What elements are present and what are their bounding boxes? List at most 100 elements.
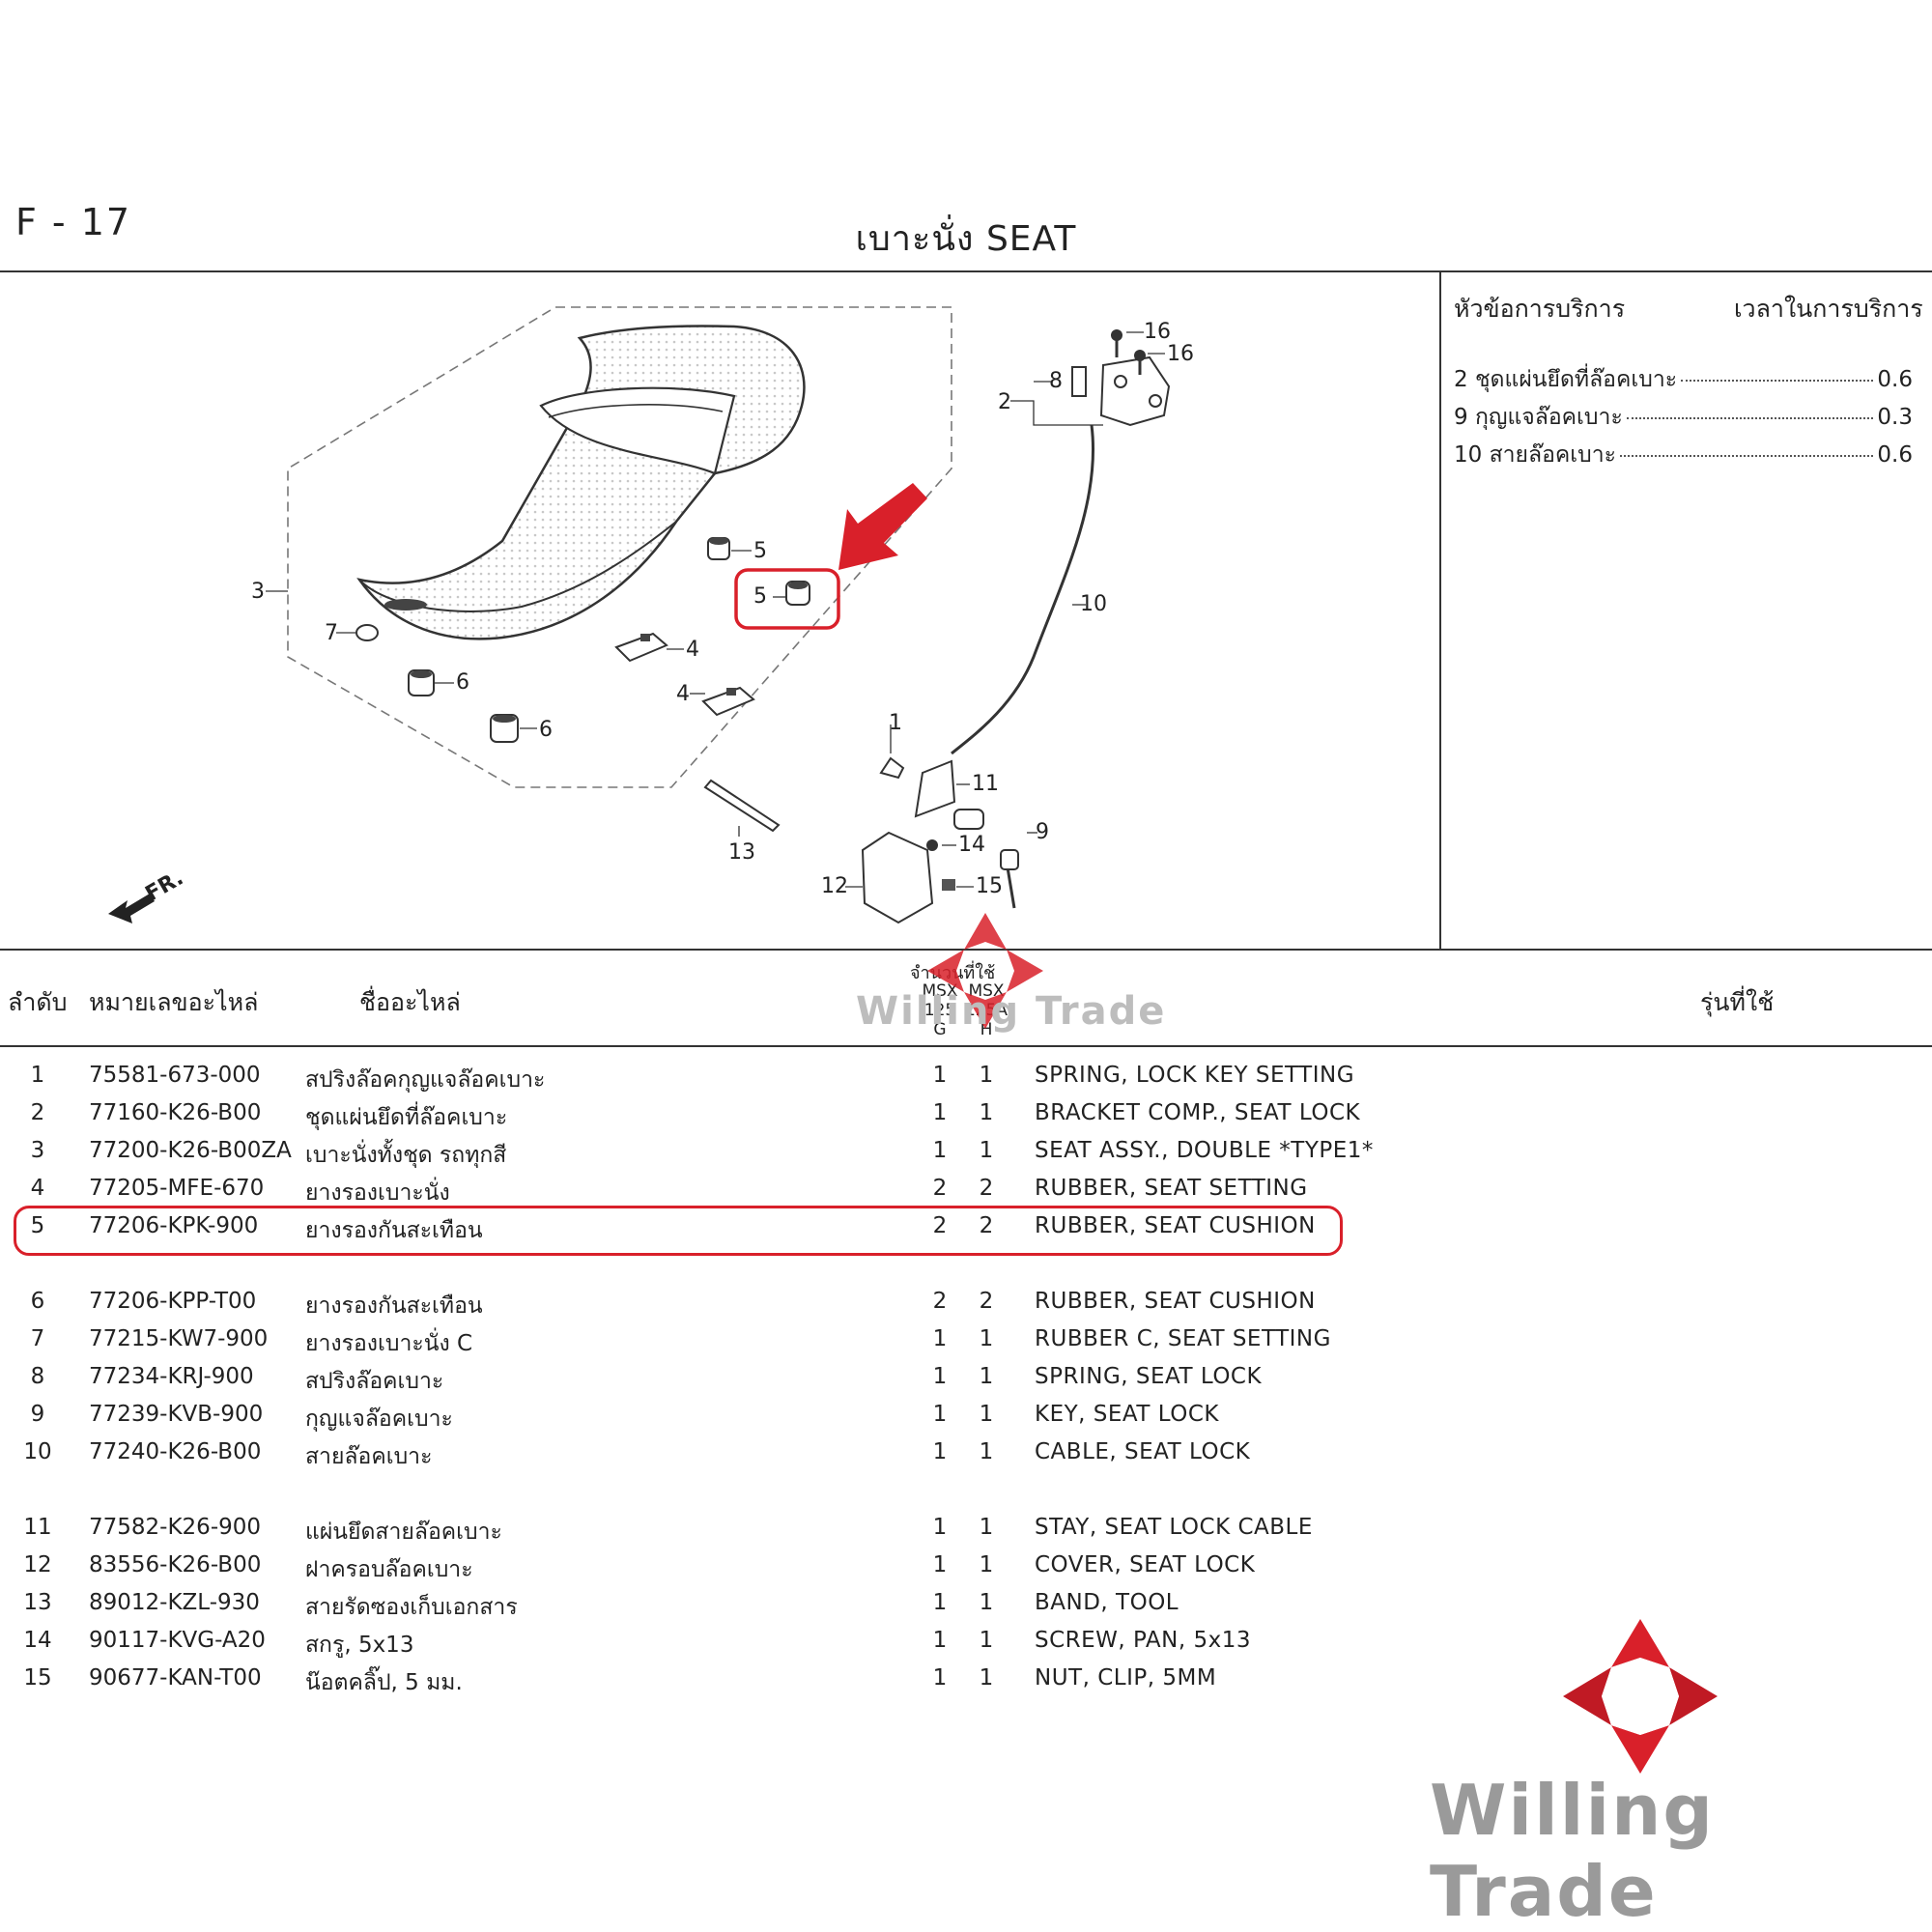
callout-label: 7 [325, 621, 338, 645]
col-header-no: ลำดับ [8, 988, 68, 1016]
row-name-th-text: ฝาครอบล๊อคเบาะ [305, 1557, 473, 1582]
table-row: 14 90117-KVG-A20 สกรู, 5x13 1 1 SCREW, P… [0, 1628, 1372, 1664]
callout-label: 8 [1049, 369, 1063, 393]
service-time: 0.3 [1877, 405, 1913, 430]
row-name-th-text: สปริงล๊อคกุญแจล๊อคเบาะ [305, 1067, 546, 1093]
spring-icon [1071, 366, 1087, 397]
callout-label: 1 [889, 711, 902, 735]
service-label: 9 กุญแจล๊อคเบาะ [1454, 405, 1623, 430]
row-part-no: 77160-K26-B00 [89, 1100, 262, 1125]
row-name-en: SEAT ASSY., DOUBLE *TYPE1* [1035, 1138, 1374, 1163]
bolt-icon [1134, 350, 1146, 375]
rubber-cushion-icon [785, 581, 810, 606]
row-part-no: 90117-KVG-A20 [89, 1628, 266, 1653]
table-row: 1 75581-673-000 สปริงล๊อคกุญแจล๊อคเบาะ 1… [0, 1063, 1372, 1099]
row-qty-g: 1 [932, 1402, 948, 1427]
table-row-highlighted: 5 77206-KPK-900 ยางรองกันสะเทือน 2 2 RUB… [0, 1213, 1372, 1250]
row-qty-g: 1 [932, 1628, 948, 1653]
row-no: 4 [30, 1176, 45, 1201]
table-row: 9 77239-KVB-900 กุญแจล๊อคเบาะ 1 1 KEY, S… [0, 1402, 1372, 1438]
row-name-en: RUBBER, SEAT CUSHION [1035, 1289, 1316, 1314]
callout-label: 14 [958, 833, 985, 857]
row-qty-g: 1 [932, 1326, 948, 1351]
row-qty-g: 1 [932, 1665, 948, 1690]
col-header-name: ชื่ออะไหล่ [359, 988, 461, 1016]
row-no: 2 [30, 1100, 45, 1125]
callout-label: 10 [1080, 592, 1107, 616]
row-no: 12 [23, 1552, 52, 1577]
row-name-en: BRACKET COMP., SEAT LOCK [1035, 1100, 1361, 1125]
row-name-th-text: ยางรองเบาะนั่ง [305, 1180, 450, 1206]
service-heading: หัวข้อการบริการ [1454, 295, 1626, 323]
seat-icon [356, 325, 806, 640]
row-no: 13 [23, 1590, 52, 1615]
row-qty-h: 1 [979, 1590, 994, 1615]
service-time: 0.6 [1877, 442, 1913, 468]
row-name-th-text: สายรัดซองเก็บเอกสาร [305, 1595, 518, 1620]
row-name-th-text: แผ่นยึดสายล๊อคเบาะ [305, 1520, 502, 1545]
service-label: 10 สายล๊อคเบาะ [1454, 442, 1617, 468]
table-row: 2 77160-K26-B00 ชุดแผ่นยึดที่ล๊อคเบาะ 1 … [0, 1100, 1372, 1137]
row-part-no: 89012-KZL-930 [89, 1590, 260, 1615]
col-header-models: รุ่นที่ใช้ [1700, 988, 1775, 1016]
row-qty-h: 1 [979, 1063, 994, 1088]
callout-label: 4 [686, 638, 699, 662]
row-qty-h: 2 [979, 1213, 994, 1238]
service-panel-divider [1439, 270, 1441, 949]
brand-name: Willing Trade [1430, 1770, 1715, 1932]
dot-leader [1620, 455, 1874, 457]
row-name-en: BAND, TOOL [1035, 1590, 1179, 1615]
row-name-th-text: สกรู, 5x13 [305, 1633, 414, 1658]
rubber-cushion-icon [707, 537, 730, 560]
row-qty-g: 2 [932, 1289, 948, 1314]
brand-logo-icon [1563, 1619, 1718, 1774]
callout-label: 15 [976, 874, 1003, 898]
page-code: F - 17 [15, 201, 132, 243]
rubber-c-icon [355, 624, 379, 641]
watermark-logo-icon [927, 913, 1043, 1029]
row-name-th-text: สปริงล๊อคเบาะ [305, 1369, 444, 1394]
row-qty-h: 1 [979, 1326, 994, 1351]
table-header-divider [0, 1045, 1932, 1047]
row-part-no: 75581-673-000 [89, 1063, 261, 1088]
dot-leader [1681, 380, 1874, 382]
row-qty-g: 2 [932, 1213, 948, 1238]
row-part-no: 77206-KPK-900 [89, 1213, 259, 1238]
rubber-cushion-icon [490, 714, 519, 743]
callout-label: 4 [676, 682, 690, 706]
table-row: 3 77200-K26-B00ZA เบาะนั่งทั้งชุด รถทุกส… [0, 1138, 1374, 1175]
row-qty-g: 1 [932, 1063, 948, 1088]
row-qty-g: 1 [932, 1439, 948, 1464]
callout-label: 3 [251, 580, 265, 604]
watermark-text-small: Willing Trade [856, 989, 1167, 1034]
row-no: 5 [30, 1213, 45, 1238]
row-name-en: NUT, CLIP, 5MM [1035, 1665, 1217, 1690]
table-row: 15 90677-KAN-T00 น๊อตคลิ๊ป, 5 มม. 1 1 NU… [0, 1665, 1372, 1702]
row-no: 9 [30, 1402, 45, 1427]
row-name-en: CABLE, SEAT LOCK [1035, 1439, 1251, 1464]
qty-col-line: 125 [923, 1001, 956, 1020]
front-arrow-icon [108, 894, 155, 923]
cable-stay-icon [914, 759, 956, 818]
row-no: 8 [30, 1364, 45, 1389]
row-name-th-text: ยางรองเบาะนั่ง C [305, 1331, 473, 1356]
row-name-en: RUBBER C, SEAT SETTING [1035, 1326, 1331, 1351]
row-name-en: COVER, SEAT LOCK [1035, 1552, 1256, 1577]
dot-leader [1626, 417, 1874, 419]
row-name-en: SCREW, PAN, 5x13 [1035, 1628, 1252, 1653]
service-time: 0.6 [1877, 367, 1913, 392]
exploded-parts-diagram [108, 306, 1171, 924]
row-qty-h: 1 [979, 1138, 994, 1163]
highlight-row-box [14, 1206, 1343, 1256]
row-name-en: SPRING, SEAT LOCK [1035, 1364, 1263, 1389]
row-name-th-text: น๊อตคลิ๊ป, 5 มม. [305, 1670, 463, 1695]
table-row: 4 77205-MFE-670 ยางรองเบาะนั่ง 2 2 RUBBE… [0, 1176, 1372, 1212]
row-no: 10 [23, 1439, 52, 1464]
callout-label: 9 [1036, 820, 1049, 844]
row-name-en: SPRING, LOCK KEY SETTING [1035, 1063, 1355, 1088]
row-part-no: 77239-KVB-900 [89, 1402, 264, 1427]
diagram-divider [0, 949, 1932, 951]
row-qty-g: 2 [932, 1176, 948, 1201]
row-part-no: 90677-KAN-T00 [89, 1665, 262, 1690]
